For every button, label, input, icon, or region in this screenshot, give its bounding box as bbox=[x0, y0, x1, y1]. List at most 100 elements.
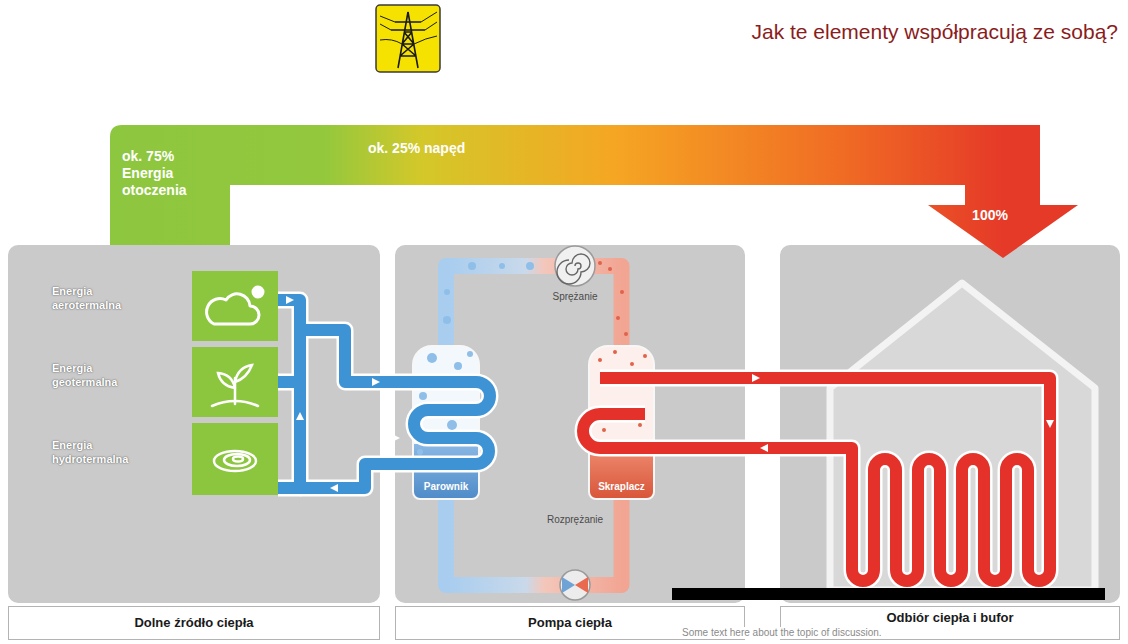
redaction-bar bbox=[672, 588, 1105, 600]
heating-pipes-part bbox=[752, 374, 1054, 452]
source-pipes-part-part bbox=[296, 412, 304, 420]
hot-gas-dots-part bbox=[598, 358, 602, 362]
source-pipes-part-part bbox=[286, 296, 294, 304]
hot-gas-dots-part bbox=[624, 332, 628, 336]
power-pylon-icon-part bbox=[380, 12, 437, 44]
water-spiral-icon-part bbox=[233, 457, 243, 462]
expansion-valve-symbol-part bbox=[575, 577, 588, 593]
energy-band bbox=[110, 125, 1078, 258]
redaction-bar-part bbox=[672, 588, 1105, 600]
source-name: Energia geotermalna bbox=[52, 361, 147, 389]
vapour-bubbles-part bbox=[526, 262, 534, 270]
hot-gas-dots-part bbox=[608, 267, 612, 271]
water-spiral-icon-part bbox=[224, 454, 250, 466]
energy-source-tiles-part bbox=[192, 423, 278, 495]
source-pipes-part-part bbox=[372, 378, 380, 386]
vapour-bubbles-part bbox=[444, 289, 450, 295]
power-pylon-icon-part bbox=[391, 12, 425, 68]
vessel-label: Skraplacz bbox=[598, 481, 645, 493]
power-pylon-icon bbox=[376, 5, 440, 72]
expansion-valve-symbol-part bbox=[560, 570, 590, 600]
sprout-icon-part bbox=[235, 365, 252, 382]
hot-gas-dots bbox=[598, 261, 647, 432]
panel-heading: Dolne źródło ciepła bbox=[8, 606, 380, 640]
source-pipes-part bbox=[300, 330, 490, 488]
heating-pipes-part-part bbox=[1046, 420, 1054, 428]
vapour-bubbles-part bbox=[454, 362, 462, 370]
energy-source-tiles-part bbox=[192, 347, 278, 417]
sprout-icon-part bbox=[218, 373, 235, 388]
compressor-symbol bbox=[555, 246, 595, 286]
power-pylon-icon-part bbox=[376, 5, 440, 72]
hot-gas-dots-part bbox=[630, 362, 634, 366]
edge-label-holder: Rozprężanie bbox=[547, 514, 603, 526]
source-name: Energia hydrotermalna bbox=[52, 438, 147, 466]
hot-gas-dots-part bbox=[613, 350, 617, 354]
vapour-bubbles-part bbox=[417, 449, 423, 455]
expansion-valve-symbol-part bbox=[562, 577, 575, 593]
source-pipes-part bbox=[300, 330, 490, 488]
heating-pipes bbox=[583, 374, 1054, 581]
energy-source-tiles bbox=[192, 271, 278, 495]
footnote: Some text here about the topic of discus… bbox=[680, 627, 884, 639]
source-pipes-part-part bbox=[330, 484, 338, 492]
vapour-bubbles-part bbox=[427, 353, 437, 363]
sprout-icon bbox=[212, 365, 258, 406]
energy-total: 100% bbox=[972, 207, 1008, 224]
heating-pipes-part-part bbox=[752, 374, 760, 382]
label-holder: 100% bbox=[972, 207, 1008, 224]
hot-gas-dots-part bbox=[616, 316, 620, 320]
hot-gas-dots-part bbox=[598, 261, 602, 265]
source-pipes-part bbox=[286, 296, 400, 492]
source-pipes-part-part bbox=[392, 434, 400, 442]
page-title: Jak te elementy współpracują ze sobą? bbox=[751, 20, 1118, 44]
hot-gas-dots-part bbox=[620, 290, 624, 294]
source-pipes bbox=[278, 296, 490, 492]
water-spiral-icon bbox=[214, 451, 256, 471]
source-pipes-part bbox=[278, 300, 300, 488]
label-holder: Energia aerotermalna bbox=[52, 284, 147, 312]
hot-gas-dots-part bbox=[638, 423, 642, 427]
hot-gas-dots-part bbox=[643, 354, 647, 358]
label-holder: ok. 25% napęd bbox=[368, 140, 465, 157]
hot-gas-dots-part bbox=[602, 428, 606, 432]
energy-band-part bbox=[110, 125, 1078, 258]
cloud-sun-icon-part bbox=[253, 287, 263, 297]
label-holder: Energia hydrotermalna bbox=[52, 438, 147, 466]
vapour-bubbles-part bbox=[467, 351, 473, 357]
vapour-bubbles bbox=[417, 262, 534, 455]
edge-label: Sprężanie bbox=[552, 291, 597, 303]
vapour-bubbles-part bbox=[499, 263, 505, 269]
label-holder: ok. 75% Energia otoczenia bbox=[122, 148, 214, 199]
compressor-symbol-part bbox=[557, 254, 590, 284]
sprout-icon-part bbox=[212, 401, 258, 406]
vessel-label: Parownik bbox=[424, 481, 468, 493]
vapour-bubbles-part bbox=[443, 316, 451, 324]
refrigerant-pipe bbox=[446, 266, 622, 345]
energy-share: ok. 75% Energia otoczenia bbox=[122, 148, 214, 199]
heating-pipes-part bbox=[583, 378, 1050, 581]
water-spiral-icon-part bbox=[214, 451, 256, 471]
source-name: Energia aerotermalna bbox=[52, 284, 147, 312]
heating-pipes-part-part bbox=[760, 444, 768, 452]
vapour-bubbles-part bbox=[468, 262, 476, 270]
cloud-sun-icon bbox=[207, 287, 263, 324]
expansion-valve-symbol bbox=[560, 570, 590, 600]
vapour-bubbles-part bbox=[419, 392, 427, 400]
heating-pipes-part bbox=[583, 378, 1050, 581]
energy-source-tiles-part bbox=[192, 271, 278, 341]
title-holder: Jak te elementy współpracują ze sobą? bbox=[751, 20, 1118, 44]
refrigerant-loop bbox=[446, 266, 622, 585]
edge-label-holder: Sprężanie bbox=[552, 291, 597, 303]
label-holder: Energia geotermalna bbox=[52, 361, 147, 389]
label-holder: Some text here about the topic of discus… bbox=[680, 627, 884, 639]
vapour-bubbles-part bbox=[447, 420, 457, 430]
cloud-sun-icon-part bbox=[207, 294, 259, 324]
compressor-symbol-part bbox=[555, 246, 595, 286]
edge-label: Rozprężanie bbox=[547, 514, 603, 526]
